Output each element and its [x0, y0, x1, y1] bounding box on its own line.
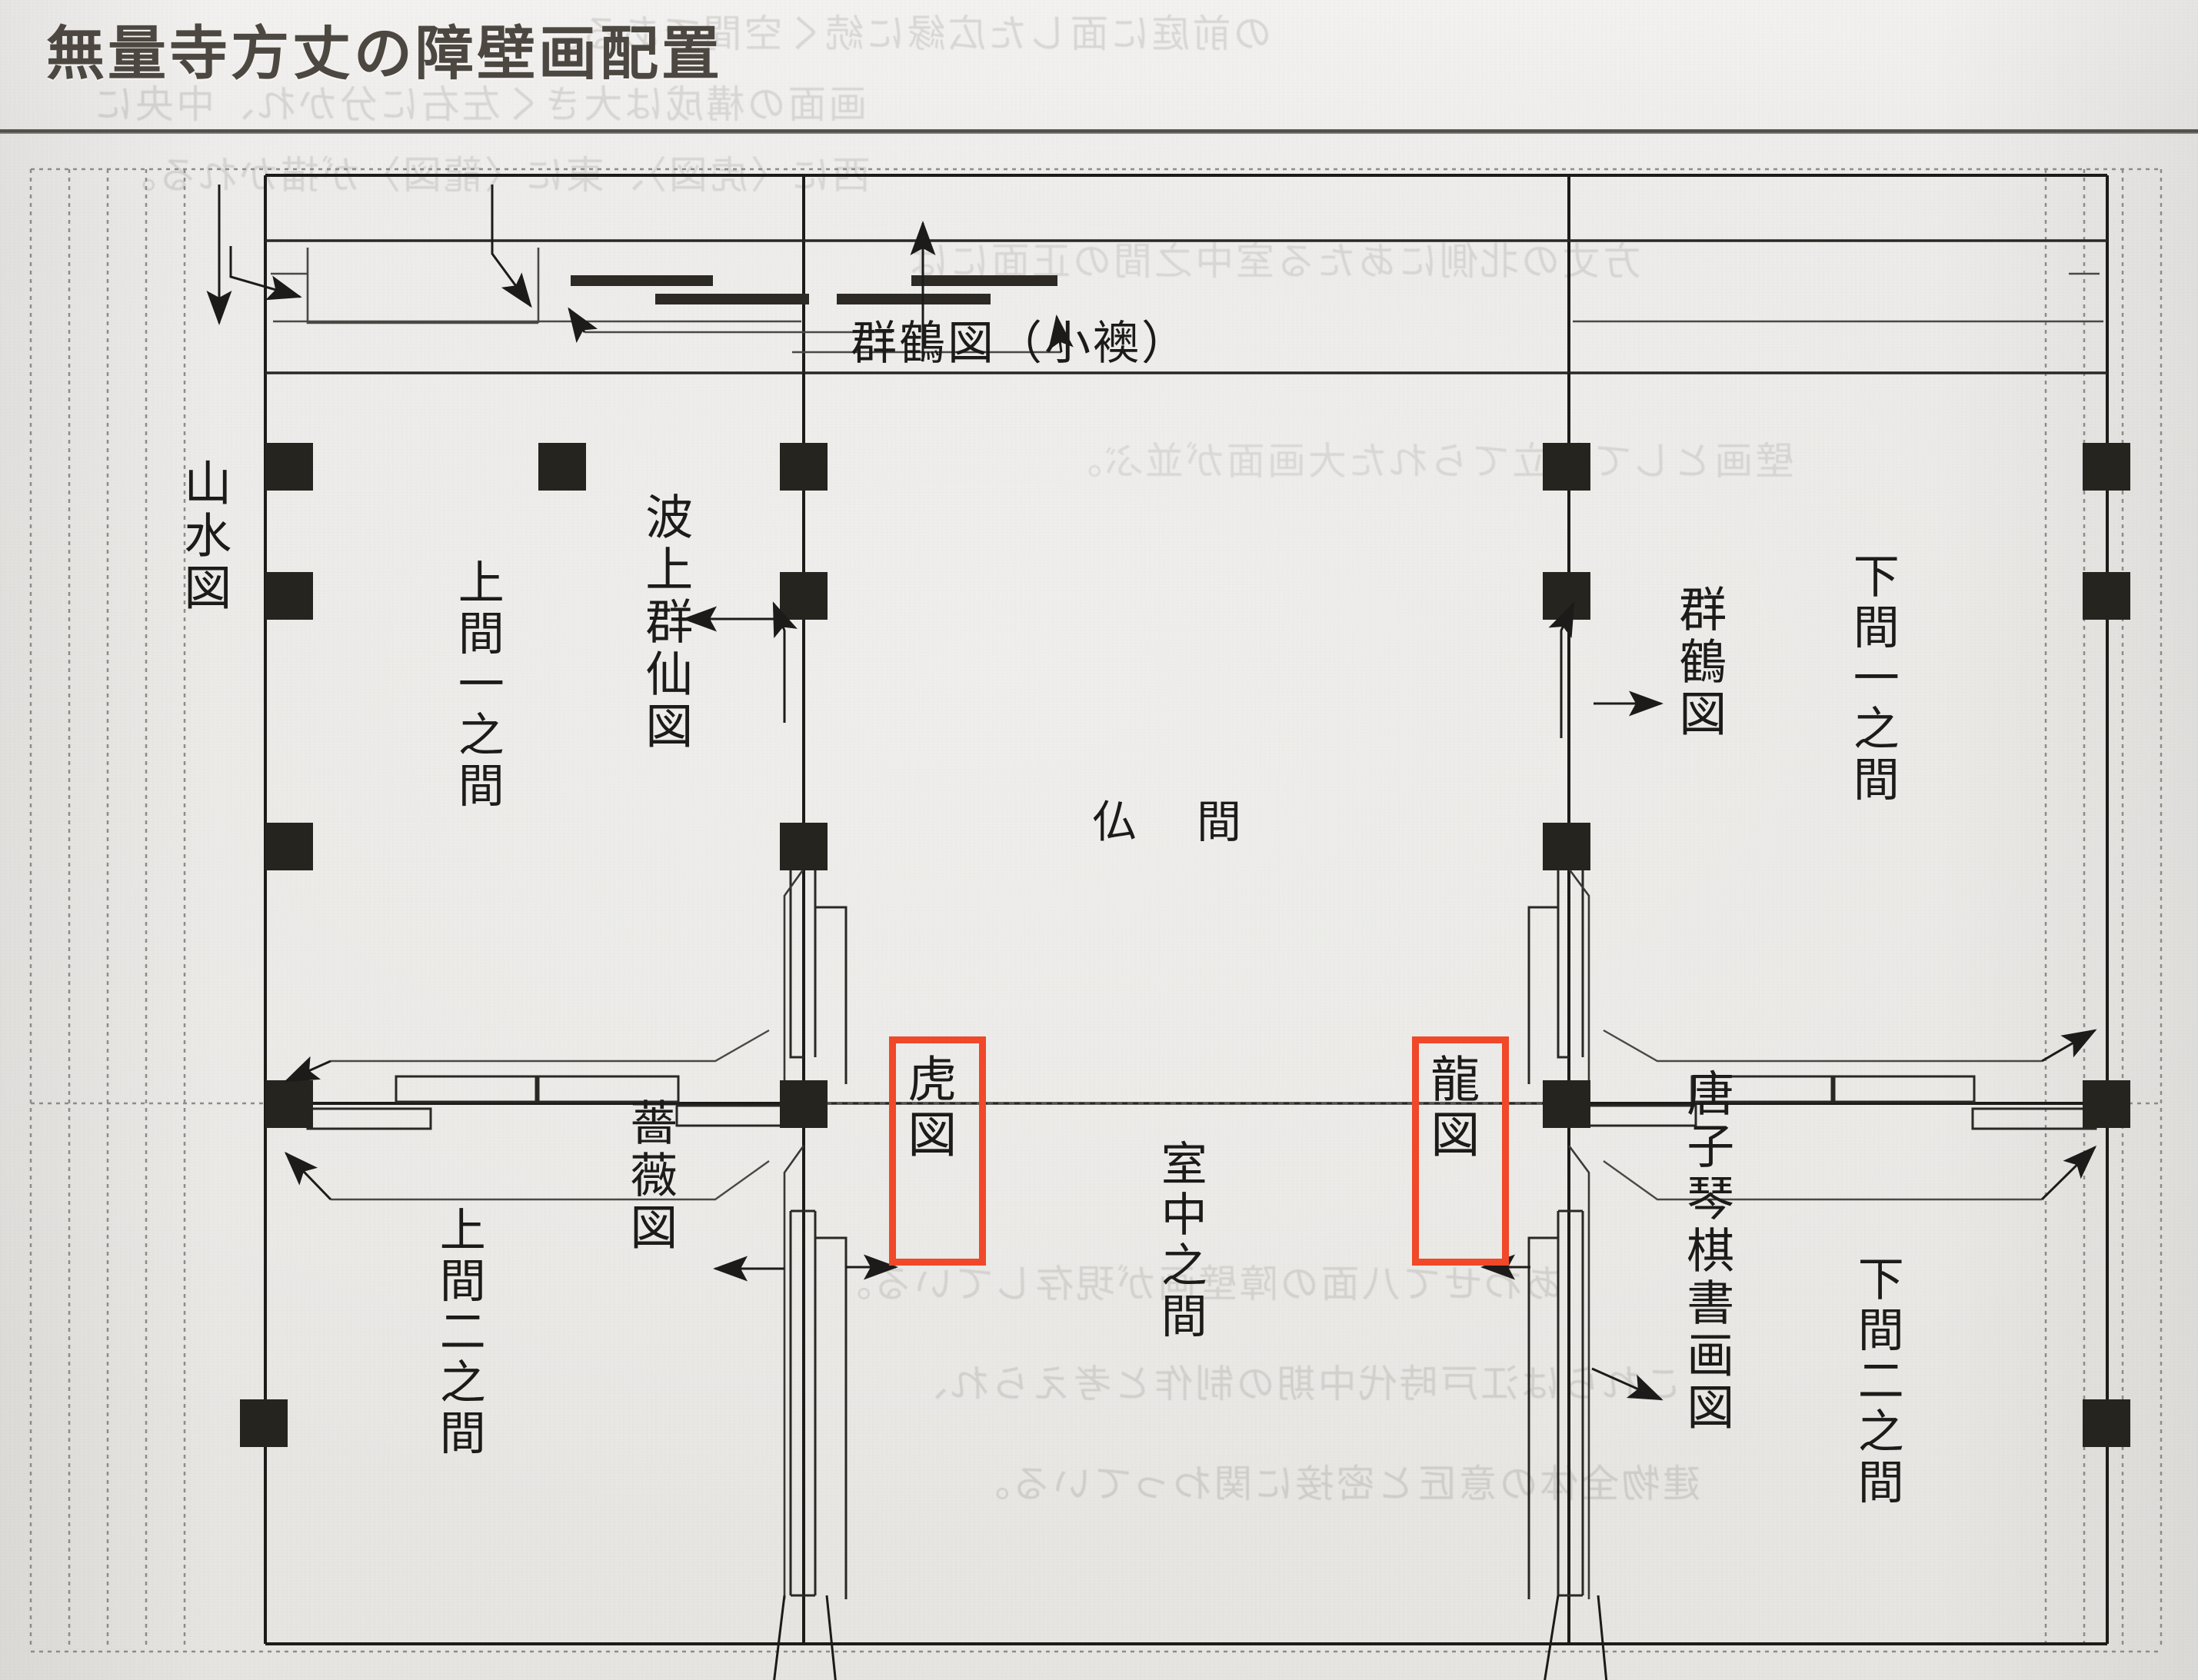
left-alcove-outline	[271, 248, 801, 324]
room-label-jokan-ichi-no-ma: 上間一之間	[451, 558, 504, 812]
painting-label-gunkakuzu: 群鶴図	[1671, 584, 1725, 741]
right-wing-partitions	[1567, 373, 2107, 1105]
left-wing-partitions	[265, 373, 805, 1105]
left-room-diagonal	[783, 868, 805, 1599]
building-outline	[264, 174, 2109, 1645]
left-vertical-fusuma-track	[789, 852, 848, 1599]
engawa-guide-lines	[29, 168, 2163, 1653]
painting-label-sansuizu: 山水図	[176, 458, 230, 615]
right-alcove-outline	[1573, 272, 2103, 323]
painting-label-gunkakuzu-kobusuma: 群鶴図（小襖）	[851, 318, 1190, 369]
highlight-box-torazu	[889, 1036, 986, 1266]
top-fusuma-guides	[584, 331, 1061, 354]
room-label-gekan-ni-no-ma: 下間二之間	[1851, 1255, 1903, 1509]
room-label-gekan-ichi-no-ma: 下間一之間	[1847, 552, 1899, 806]
room-label-butsuma: 仏 間	[1092, 797, 1250, 847]
painting-label-ryuzu: 龍図	[1424, 1053, 1480, 1164]
right-vertical-fusuma-track	[1527, 852, 1584, 1599]
left-mid-fusuma-guides	[331, 1029, 770, 1201]
header-divider	[0, 129, 2198, 134]
right-room-diagonal	[1567, 868, 1590, 1599]
painting-label-torazu: 虎図	[901, 1053, 957, 1164]
right-mid-fusuma-panels	[1571, 1075, 2097, 1130]
room-label-shitchu-no-ma: 室中之間	[1154, 1139, 1207, 1342]
annotation-leaders	[206, 185, 2097, 1680]
painting-label-barazu: 薔薇図	[622, 1098, 676, 1255]
painting-label-karako-kinkishogazu: 唐子琴棋書画図	[1679, 1069, 1733, 1435]
painting-label-hajo-gunsenzu: 波上群仙図	[638, 492, 691, 754]
floor-plan-drawing	[0, 138, 2198, 1680]
top-fusuma-panels	[571, 275, 1057, 304]
highlight-box-ryuzu	[1412, 1036, 1509, 1266]
room-label-jokan-ni-no-ma: 上間二之間	[433, 1206, 485, 1459]
page-title: 無量寺方丈の障壁画配置	[46, 22, 723, 87]
right-mid-fusuma-guides	[1603, 1029, 2042, 1201]
